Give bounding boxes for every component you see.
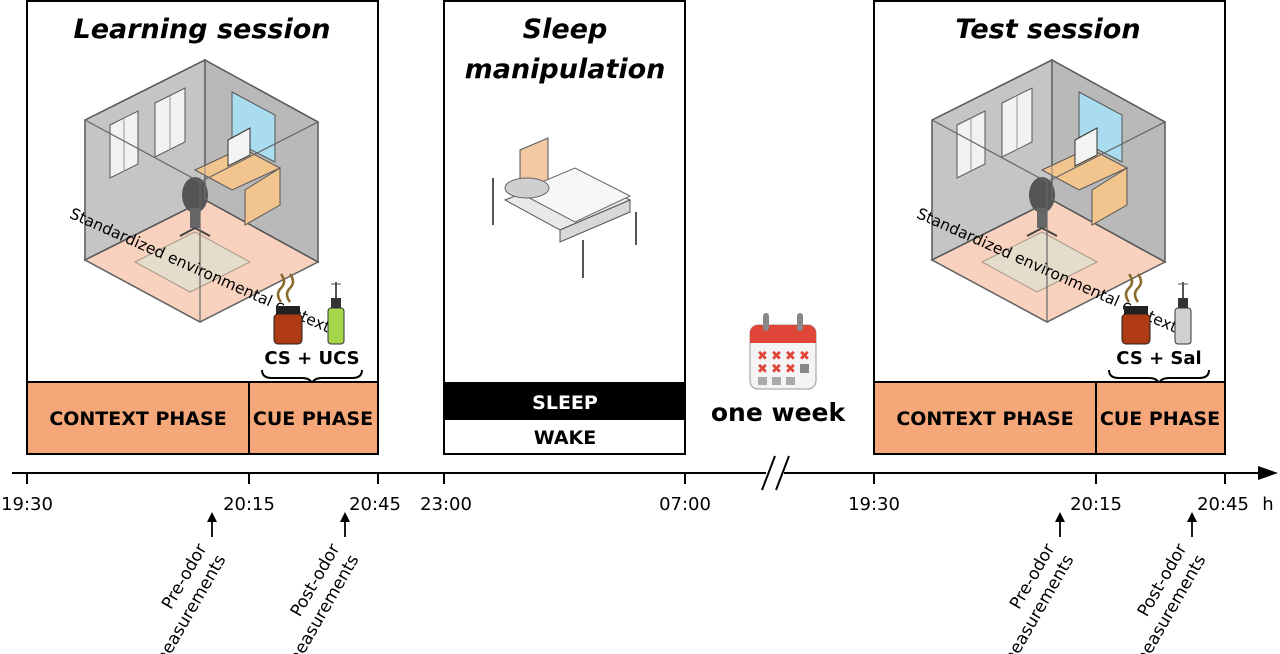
cue-phase-label: CUE PHASE	[253, 408, 373, 430]
context-phase-box	[26, 381, 250, 455]
test-session-title: Test session	[955, 14, 1140, 45]
time-unit-label: h	[1262, 494, 1273, 515]
tick-label: 23:00	[420, 494, 472, 515]
stimulus-formula: CS + UCS	[264, 348, 359, 369]
svg-text:✖: ✖	[771, 362, 782, 377]
tick-label: 19:30	[848, 494, 900, 515]
spray-bottle-icon	[327, 282, 345, 345]
svg-text:✖: ✖	[757, 362, 768, 377]
tick-label: 19:30	[1, 494, 53, 515]
tick-label: 20:15	[223, 494, 275, 515]
svg-text:✖: ✖	[785, 362, 796, 377]
spray-bottle-icon	[1174, 282, 1192, 345]
sleep-title-line2: manipulation	[465, 54, 666, 85]
sleep-box	[444, 382, 685, 419]
context-phase-label: CONTEXT PHASE	[896, 408, 1073, 430]
context-phase-box	[873, 381, 1097, 455]
one-week-label: one week	[711, 398, 847, 427]
learning-session-panel: Learning session Standardized environmen…	[26, 0, 379, 455]
sleep-title-line1: Sleep	[523, 14, 608, 45]
learning-session-title: Learning session	[73, 14, 330, 45]
bed-icon	[492, 137, 637, 278]
stimulus-formula: CS + Sal	[1116, 348, 1201, 369]
wake-box	[443, 418, 686, 455]
wake-label: WAKE	[534, 427, 597, 449]
tick-label: 20:45	[1197, 494, 1249, 515]
test-session-panel: Test session Standardized environmental …	[873, 0, 1226, 455]
tick-label: 20:15	[1070, 494, 1122, 515]
svg-text:✖: ✖	[771, 349, 782, 364]
sleep-manipulation-panel: Sleep manipulation SLEEP WAKE	[443, 0, 686, 455]
odor-jar-icon	[1121, 273, 1151, 345]
measurement-markers: Pre-odor measurements Post-odor measurem…	[149, 512, 1210, 654]
timeline-axis	[12, 455, 1278, 491]
cue-phase-box	[248, 381, 379, 455]
context-phase-label: CONTEXT PHASE	[49, 408, 226, 430]
calendar-icon: ✖✖✖✖ ✖✖✖	[749, 313, 817, 390]
cue-phase-box	[1095, 381, 1226, 455]
cue-phase-label: CUE PHASE	[1100, 408, 1220, 430]
svg-text:✖: ✖	[785, 349, 796, 364]
tick-label: 20:45	[349, 494, 401, 515]
svg-text:✖: ✖	[757, 349, 768, 364]
timeline-tick-labels: 19:30 20:15 20:45 23:00 07:00 19:30 20:1…	[1, 494, 1274, 515]
odor-jar-icon	[273, 273, 303, 345]
svg-text:✖: ✖	[799, 349, 810, 364]
sleep-label: SLEEP	[532, 392, 598, 414]
tick-label: 07:00	[659, 494, 711, 515]
